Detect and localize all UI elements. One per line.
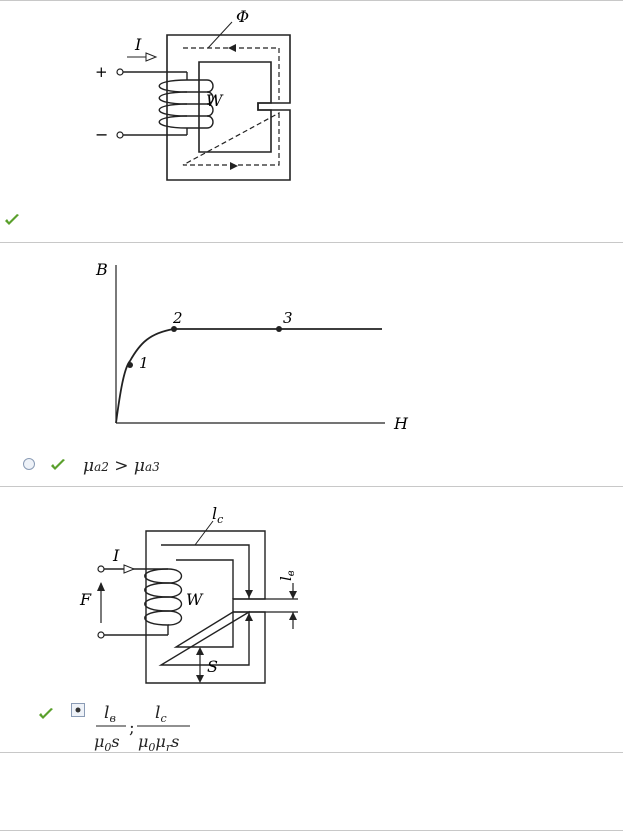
question-divider-3 [0, 752, 623, 753]
point-2-label: 2 [172, 309, 183, 327]
correct-check-icon [39, 708, 53, 719]
area-label: S [207, 657, 218, 676]
mmf-label: F [79, 590, 92, 609]
b-axis-label: B [95, 260, 108, 279]
correct-check-icon [51, 459, 65, 470]
air-gap-label: lв [277, 570, 297, 581]
flux-label: Φ [236, 7, 249, 26]
correct-check-icon [5, 214, 19, 225]
minus-label: − [95, 125, 108, 144]
svg-text:;: ; [129, 718, 135, 738]
current-label: I [134, 35, 142, 54]
point-3-label: 3 [283, 309, 293, 327]
answer-radio-button-selected[interactable] [71, 703, 85, 717]
point-1-label: 1 [139, 354, 149, 372]
top-rule [0, 0, 623, 1]
question-divider-1 [0, 242, 623, 243]
bh-curve-diagram: B H 1 2 3 [95, 260, 409, 433]
answer-formula-mu: μa2 > μa3 [83, 456, 160, 476]
question-divider-2 [0, 486, 623, 487]
winding-coil [158, 79, 214, 129]
current-label: I [112, 546, 120, 565]
core-length-label: lc [212, 504, 223, 526]
svg-text:μ0s: μ0s [94, 732, 120, 754]
winding-coil [144, 568, 183, 635]
answer-radio-button[interactable] [22, 457, 36, 471]
h-axis-label: H [393, 414, 409, 433]
magnetic-circuit-diagram-1: Φ I + − W [95, 7, 291, 181]
answer-formula-reluctance: lв μ0s ; lc μ0μrs [94, 703, 190, 754]
winding-label: W [186, 590, 204, 609]
svg-text:μ0μrs: μ0μrs [138, 732, 179, 754]
svg-text:lc: lc [155, 703, 167, 725]
plus-label: + [95, 63, 108, 81]
magnetic-circuit-diagram-gap: lв lc I F W S [79, 504, 298, 684]
svg-text:lв: lв [104, 703, 116, 725]
winding-label: W [206, 91, 224, 110]
bottom-rule [0, 830, 623, 831]
